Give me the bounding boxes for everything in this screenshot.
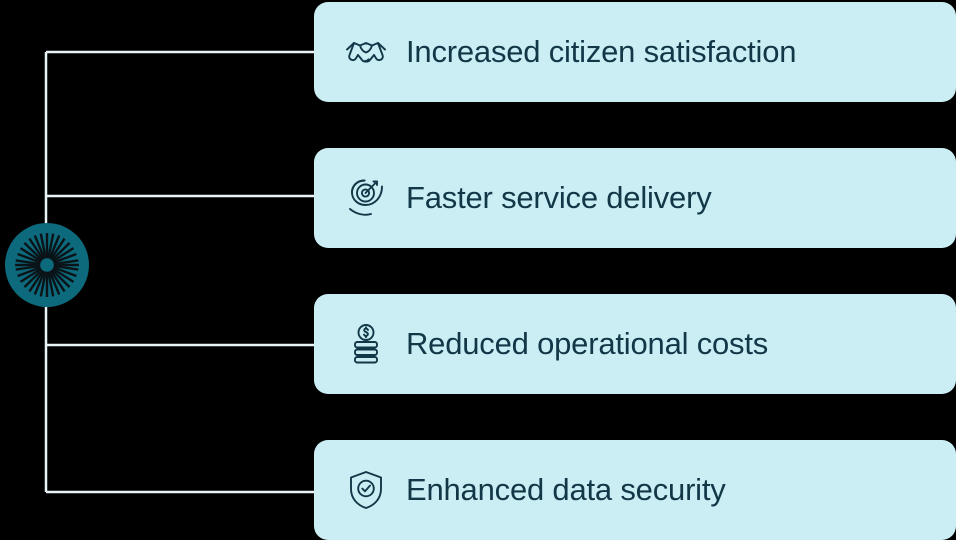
benefit-card-data-security[interactable]: Enhanced data security: [314, 440, 956, 540]
radial-burst-icon: [5, 223, 89, 307]
benefit-card-citizen-satisfaction[interactable]: Increased citizen satisfaction: [314, 2, 956, 102]
shield-check-icon: [344, 468, 388, 512]
money-stack-icon: [344, 322, 388, 366]
central-hub-node: [4, 222, 90, 308]
benefit-label: Faster service delivery: [406, 180, 712, 215]
benefit-card-service-delivery[interactable]: Faster service delivery: [314, 148, 956, 248]
benefit-label: Enhanced data security: [406, 472, 726, 507]
benefit-card-operational-costs[interactable]: Reduced operational costs: [314, 294, 956, 394]
benefit-label: Reduced operational costs: [406, 326, 769, 361]
benefit-label: Increased citizen satisfaction: [406, 34, 797, 69]
target-arrow-icon: [344, 176, 388, 220]
handshake-icon: [344, 30, 388, 74]
